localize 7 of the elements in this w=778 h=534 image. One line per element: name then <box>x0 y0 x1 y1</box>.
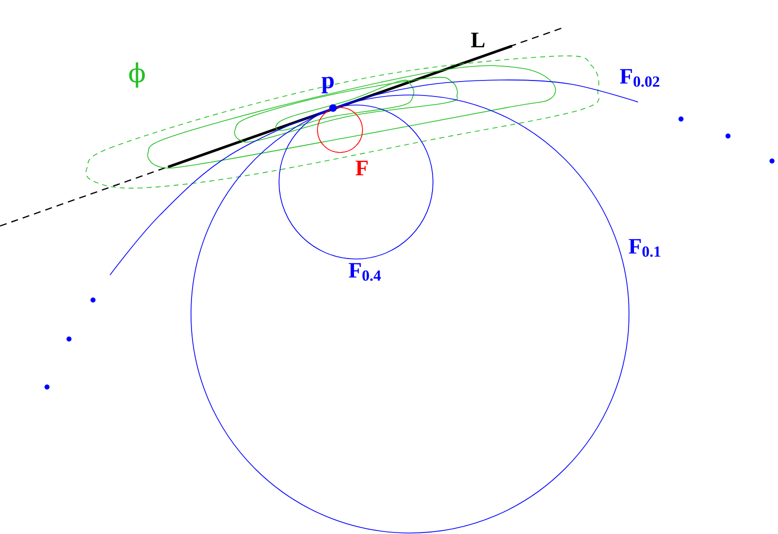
curve-label: F$_{0.4}$ <box>348 263 381 281</box>
curve-label: F <box>356 160 368 176</box>
curve-label: F$_{0.02}$ <box>620 69 660 87</box>
point-label: p <box>322 76 334 94</box>
line-label: L <box>471 32 484 48</box>
phi-label: ϕ <box>129 62 145 88</box>
curve-label: F$_{0.1}$ <box>628 239 660 257</box>
